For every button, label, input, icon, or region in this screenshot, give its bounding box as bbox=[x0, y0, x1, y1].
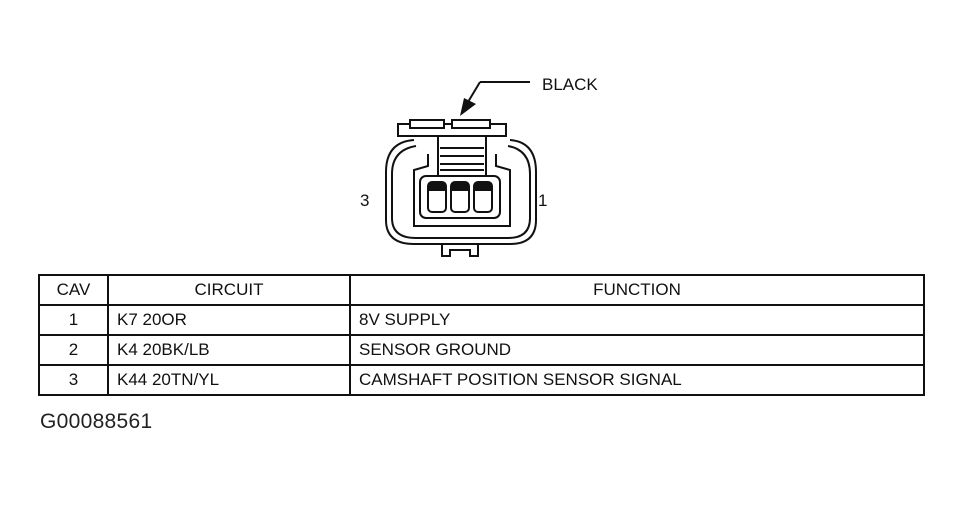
function-cell: SENSOR GROUND bbox=[349, 334, 925, 366]
table-row: 1 K7 20OR 8V SUPPLY bbox=[38, 304, 925, 336]
header-function: FUNCTION bbox=[349, 274, 925, 306]
function-cell: 8V SUPPLY bbox=[349, 304, 925, 336]
table-header-row: CAV CIRCUIT FUNCTION bbox=[38, 274, 925, 306]
cav-cell: 1 bbox=[38, 304, 109, 336]
connector-diagram: BLACK 3 1 bbox=[360, 75, 598, 257]
figure-id: G00088561 bbox=[40, 410, 153, 433]
pinout-table: CAV CIRCUIT FUNCTION 1 K7 20OR 8V SUPPLY… bbox=[38, 274, 925, 396]
cavity-1-label: 1 bbox=[538, 191, 547, 210]
table-row: 3 K44 20TN/YL CAMSHAFT POSITION SENSOR S… bbox=[38, 364, 925, 396]
cav-cell: 3 bbox=[38, 364, 109, 396]
circuit-cell: K4 20BK/LB bbox=[107, 334, 351, 366]
callout-arrow bbox=[460, 81, 530, 116]
function-cell: CAMSHAFT POSITION SENSOR SIGNAL bbox=[349, 364, 925, 396]
cav-cell: 2 bbox=[38, 334, 109, 366]
header-cav: CAV bbox=[38, 274, 109, 306]
connector-body bbox=[385, 119, 537, 257]
header-circuit: CIRCUIT bbox=[107, 274, 351, 306]
circuit-cell: K7 20OR bbox=[107, 304, 351, 336]
circuit-cell: K44 20TN/YL bbox=[107, 364, 351, 396]
table-row: 2 K4 20BK/LB SENSOR GROUND bbox=[38, 334, 925, 366]
connector-color-label: BLACK bbox=[542, 75, 598, 94]
cavity-3-label: 3 bbox=[360, 191, 369, 210]
